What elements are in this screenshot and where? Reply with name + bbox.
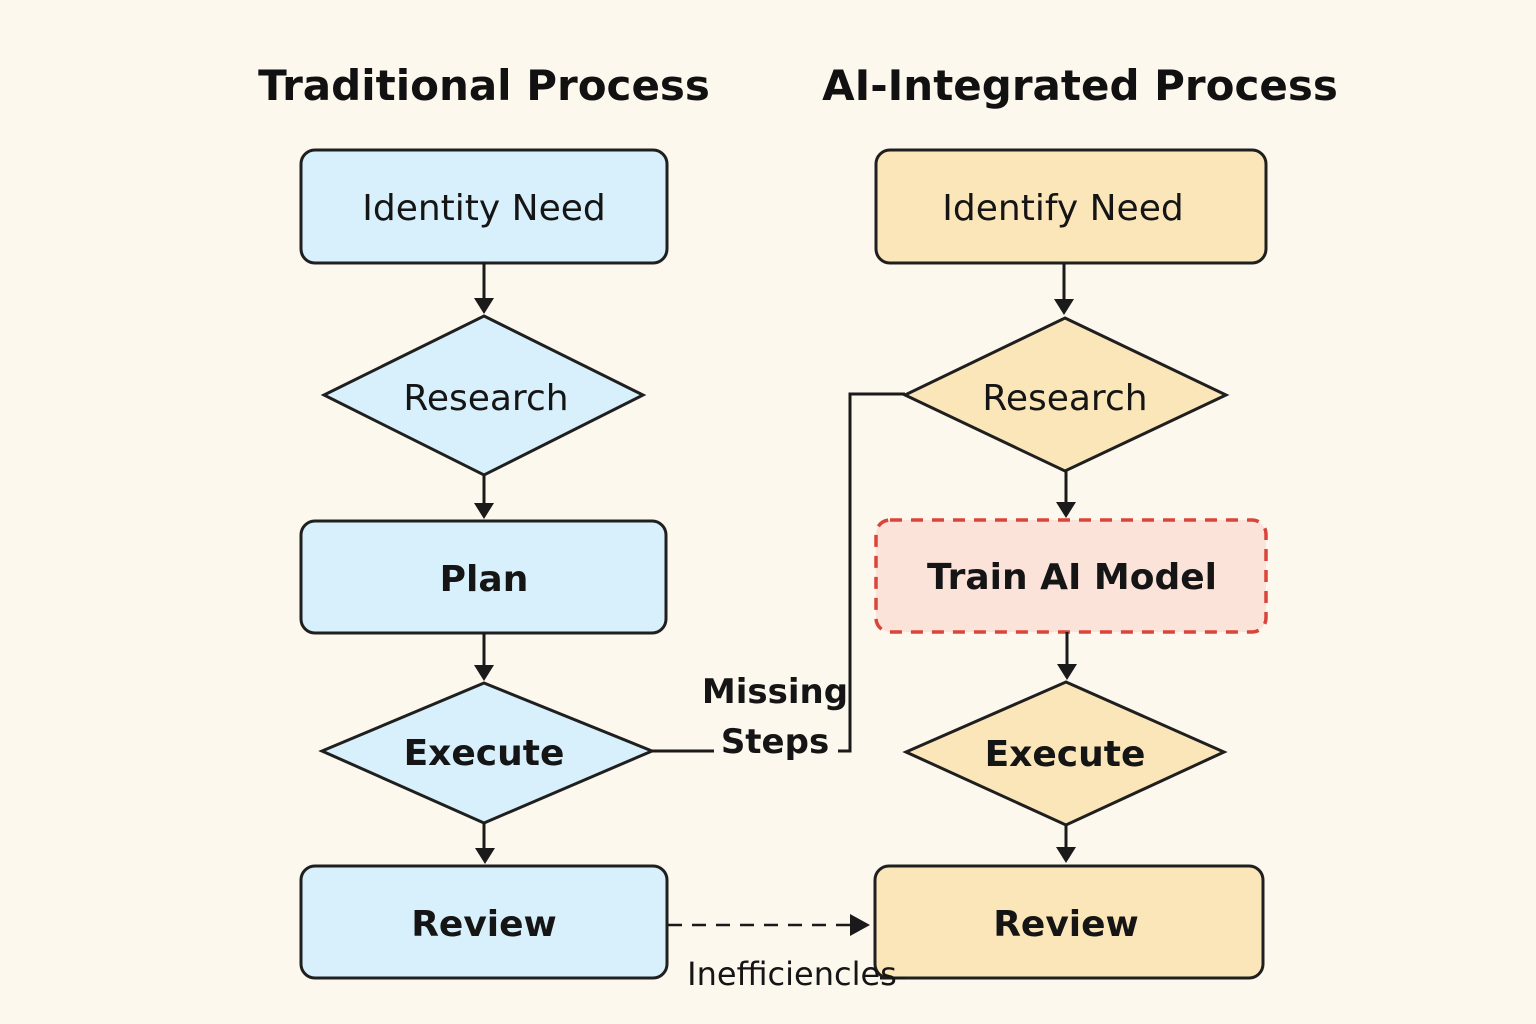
traditional-node-research-label: Research bbox=[403, 378, 568, 419]
ai-box-review bbox=[873, 864, 1265, 980]
ai-box-identify-need bbox=[874, 148, 1268, 265]
traditional-node-identity-need-label: Identity Need bbox=[362, 188, 606, 229]
arrowhead-icon bbox=[1056, 847, 1076, 863]
traditional-node-identity-need: Identity Need bbox=[299, 148, 669, 265]
inefficiencies-label: Inefficiencles bbox=[687, 955, 897, 993]
arrowhead-icon bbox=[475, 848, 495, 864]
ai-box-train-ai-model bbox=[874, 518, 1268, 634]
missing-steps-label-line1: Missing bbox=[702, 672, 848, 712]
arrowhead-icon bbox=[474, 665, 494, 681]
traditional-process-title: Traditional Process bbox=[258, 61, 710, 110]
ai-node-review-label: Review bbox=[993, 904, 1139, 945]
ai-node-train-ai-model-label: Train AI Model bbox=[927, 557, 1217, 598]
ai-node-research: Research bbox=[901, 316, 1230, 473]
ai-node-identify-need-label: Identify Need bbox=[942, 188, 1183, 229]
ai-process-title: AI-Integrated Process bbox=[822, 61, 1338, 110]
ai-node-train-ai-model: Train AI Model bbox=[874, 518, 1268, 634]
inefficiencies-connector: Inefficiencles bbox=[668, 914, 905, 993]
traditional-node-execute-label: Execute bbox=[404, 733, 565, 774]
arrowhead-icon bbox=[1057, 664, 1077, 680]
traditional-node-plan: Plan bbox=[299, 519, 668, 635]
missing-steps-label-line2: Steps bbox=[721, 722, 829, 762]
arrowhead-icon bbox=[474, 503, 494, 519]
traditional-node-plan-label: Plan bbox=[440, 559, 529, 600]
traditional-box-review bbox=[299, 864, 669, 980]
missing-steps-connector: Missing Steps bbox=[652, 392, 905, 762]
ai-node-research-label: Research bbox=[982, 378, 1147, 419]
ai-node-review: Review bbox=[873, 864, 1265, 980]
traditional-arrows bbox=[474, 263, 495, 864]
ai-node-execute-label: Execute bbox=[985, 734, 1146, 775]
arrowhead-icon bbox=[850, 914, 870, 936]
ai-node-identify-need: Identify Need bbox=[874, 148, 1268, 265]
arrowhead-icon bbox=[1054, 299, 1074, 315]
ai-node-execute: Execute bbox=[902, 680, 1228, 827]
traditional-node-review: Review bbox=[299, 864, 669, 980]
arrowhead-icon bbox=[474, 298, 494, 314]
traditional-node-research: Research bbox=[320, 314, 647, 477]
arrowhead-icon bbox=[1056, 502, 1076, 518]
ai-arrows bbox=[1054, 263, 1077, 863]
traditional-node-review-label: Review bbox=[411, 904, 557, 945]
traditional-node-execute: Execute bbox=[318, 681, 656, 825]
